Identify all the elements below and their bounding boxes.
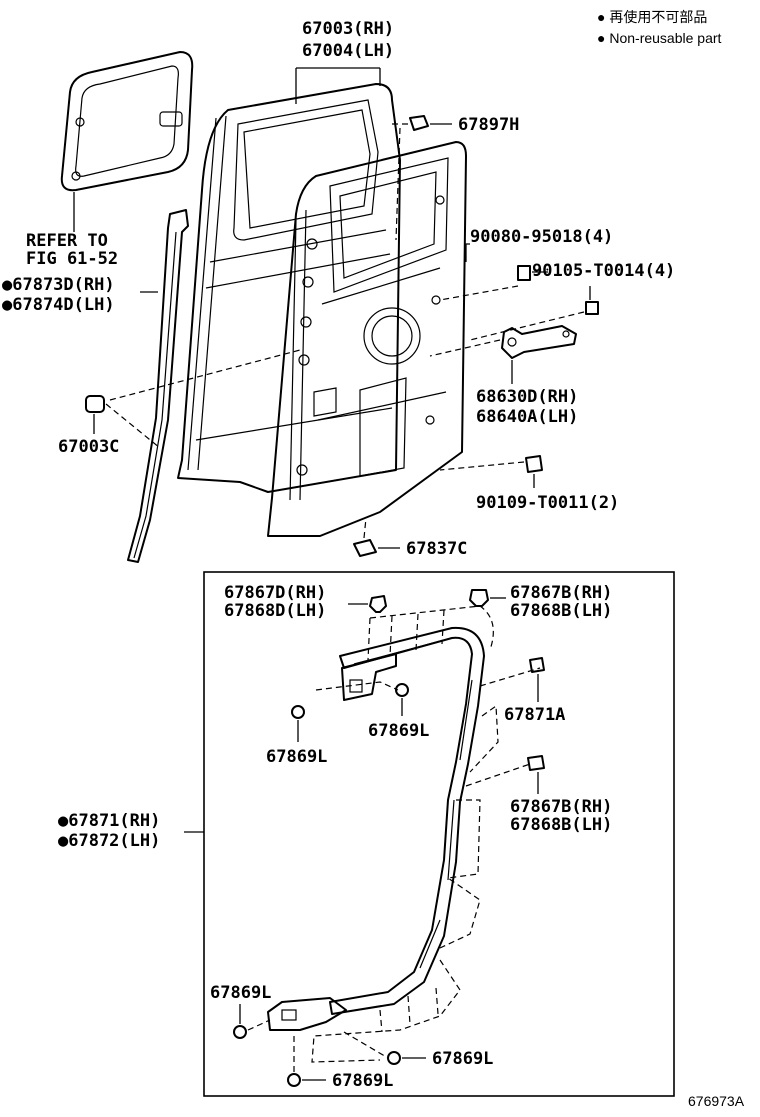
bolt-90109-part: [525, 455, 543, 473]
dash-90105: [439, 285, 585, 341]
clip-67897h-part: [409, 115, 429, 131]
inner-door-frame: [267, 141, 467, 537]
illustration-code: 676973A: [688, 1093, 745, 1109]
quarter-window-glass: [60, 51, 194, 192]
weatherstrip-lh-label: ●67874D(LH): [2, 295, 115, 315]
clip-67867b-rh-mid-label: 67867B(RH): [510, 797, 612, 817]
outer-door-panel: [177, 83, 401, 493]
dash-bottom: [311, 959, 461, 1063]
dash-mid-clips: [439, 763, 531, 949]
seal-lh-label: ●67872(LH): [58, 831, 160, 851]
dash-bottom-clips: [247, 1019, 389, 1074]
cushion-67837c-part: [353, 539, 377, 557]
fig-ref-label: FIG 61-52: [26, 249, 118, 269]
clip-67867b-mid-part: [527, 755, 545, 771]
bolt-90105-part: [517, 265, 599, 315]
clip-67867b-rh-top-label: 67867B(RH): [510, 583, 612, 603]
legend-jp: ● 再使用不可部品: [597, 9, 707, 25]
clip-67869l-c-part: [233, 1025, 247, 1039]
clip-67867d-rh-label: 67867D(RH): [224, 583, 326, 603]
cushion-67837c-label: 67837C: [406, 539, 467, 559]
clip-67869l-d-part: [387, 1051, 401, 1065]
seal-rh-label: ●67871(RH): [58, 811, 160, 831]
clip-67869l-d-label: 67869L: [432, 1049, 493, 1069]
plug-67003c-part: [85, 395, 105, 413]
door-check-part: [501, 325, 577, 359]
dash-bottom-ticks: [379, 987, 439, 1033]
dash-upper-bracket: [315, 681, 399, 691]
dash-67897h: [392, 123, 408, 241]
leader-90105: [532, 271, 591, 300]
weatherstrip-rh-label: ●67873D(RH): [2, 275, 115, 295]
leader-90080: [465, 243, 470, 262]
clip-67869l-c-label: 67869L: [210, 983, 271, 1003]
clip-67869l-e-part: [287, 1073, 301, 1087]
check-lh-label: 68640A(LH): [476, 407, 578, 427]
dash-67003c: [105, 349, 301, 449]
dash-check: [429, 339, 501, 357]
detail-box: [203, 571, 675, 1097]
dash-top-ticks: [367, 609, 445, 661]
dash-67837c: [363, 517, 367, 539]
clip-67869l-a-label: 67869L: [266, 747, 327, 767]
clip-67871a-part: [529, 657, 545, 673]
clip-67869l-e-label: 67869L: [332, 1071, 393, 1091]
clip-67867d-part: [369, 595, 387, 613]
clip-67868b-lh-top-label: 67868B(LH): [510, 601, 612, 621]
dash-90109: [439, 461, 525, 471]
plug-67003c-label: 67003C: [58, 437, 119, 457]
legend-en: ● Non-reusable part: [597, 30, 722, 46]
refer-to-label: REFER TO: [26, 231, 108, 251]
clip-67868d-lh-label: 67868D(LH): [224, 601, 326, 621]
door-weatherstrip-strip: [127, 209, 189, 563]
door-panel-rh-label: 67003(RH): [302, 19, 394, 39]
clip-67868b-lh-mid-label: 67868B(LH): [510, 815, 612, 835]
clip-67867b-top-part: [469, 589, 489, 607]
bolt-90109-label: 90109-T0011(2): [476, 493, 619, 513]
clip-67897h-label: 67897H: [458, 115, 519, 135]
door-panel-lh-label: 67004(LH): [302, 41, 394, 61]
seal-upper-bracket: [341, 653, 397, 701]
check-rh-label: 68630D(RH): [476, 387, 578, 407]
clip-67871a-label: 67871A: [504, 705, 565, 725]
clip-67869l-b-part: [395, 683, 409, 697]
screw-90080-label: 90080-95018(4): [470, 227, 613, 247]
clip-67869l-a-part: [291, 705, 305, 719]
clip-67869l-b-label: 67869L: [368, 721, 429, 741]
seal-lower-bracket: [267, 997, 347, 1031]
dash-67871a: [469, 667, 541, 773]
bolt-90105-label: 90105-T0014(4): [532, 261, 675, 281]
leader-door-panel: [295, 67, 381, 104]
